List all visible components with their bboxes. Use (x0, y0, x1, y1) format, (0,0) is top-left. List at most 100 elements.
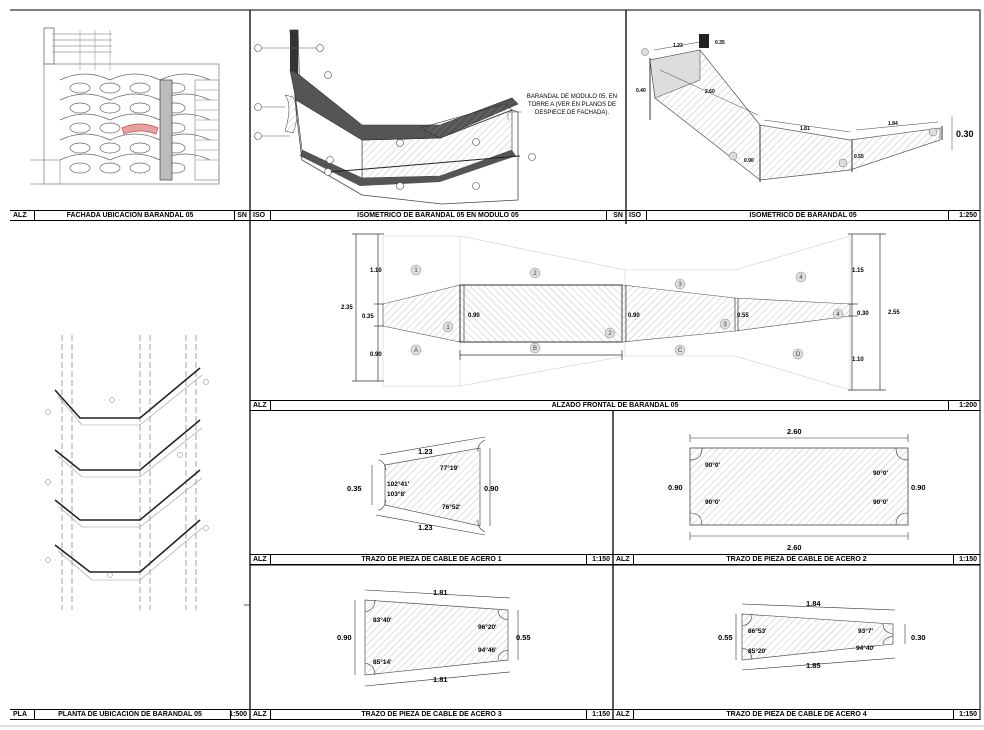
alzado-tag: 4 (799, 275, 803, 281)
pieza4-angle: 85°20' (748, 647, 767, 655)
view-title: ISOMETRICO DE BARANDAL 05 EN MODULO 05 (357, 212, 519, 219)
view-scale: SN (613, 212, 623, 219)
iso-modulo-note: BARANDAL DE MODULO 05, EN TORRE A (VER E… (527, 94, 617, 116)
alzado-tag: 2 (533, 271, 537, 277)
view-title: TRAZO DE PIEZA DE CABLE DE ACERO 4 (726, 711, 867, 718)
alzado-left-total: 2.35 (341, 305, 353, 311)
pieza3-bottom: 1.81 (433, 675, 448, 684)
alzado-tag: 3 (678, 282, 682, 288)
alzado-tag: D (796, 352, 801, 358)
pieza4-top: 1.84 (806, 599, 821, 608)
alzado-tags: 1 2 3 4 1 2 3 4 A B C D (414, 268, 840, 358)
alzado-tag: 4 (836, 312, 840, 318)
title-block-pieza3: ALZ TRAZO DE PIEZA DE CABLE DE ACERO 3 1… (250, 709, 613, 720)
iso-modulo-note-line: BARANDAL DE MODULO 05, EN (527, 94, 617, 100)
iso-dim-h3: 0.55 (854, 154, 864, 160)
view-code: PLA (13, 711, 27, 718)
iso-dim-top-a: 1.23 (673, 43, 683, 49)
pieza2-labels: 2.60 2.60 0.90 0.90 90°0' 90°0' 90°0' 90… (668, 427, 926, 552)
view-code: ALZ (253, 556, 267, 563)
alzado-tag: 2 (608, 331, 612, 337)
alzado-h3: 0.55 (737, 313, 749, 319)
pieza2-angle: 90°0' (705, 461, 720, 469)
pieza4-bottom: 1.85 (806, 661, 821, 670)
view-title: TRAZO DE PIEZA DE CABLE DE ACERO 2 (726, 556, 867, 563)
pieza3-right: 0.55 (516, 633, 531, 642)
pieza4-left: 0.55 (718, 633, 733, 642)
view-code: ISO (253, 212, 266, 219)
pieza1-angle: 77°19' (440, 464, 459, 472)
title-block-iso-modulo: ISO ISOMETRICO DE BARANDAL 05 EN MODULO … (250, 210, 626, 221)
alzado-right-bot: 1.10 (852, 357, 864, 363)
pieza2-angle: 90°0' (873, 469, 888, 477)
alzado-left-top: 1.10 (370, 268, 382, 274)
title-block-pieza2: ALZ TRAZO DE PIEZA DE CABLE DE ACERO 2 1… (613, 554, 980, 565)
alzado-left-mid: 0.35 (362, 314, 374, 320)
planta-drawing (45, 335, 250, 610)
view-scale: 1:200 (959, 402, 977, 409)
pieza3-angle: 96°20' (478, 623, 497, 631)
title-block-alzado: ALZ ALZADO FRONTAL DE BARANDAL 05 1:200 (250, 400, 980, 411)
pieza2-bottom: 2.60 (787, 543, 802, 552)
title-block-pieza1: ALZ TRAZO DE PIEZA DE CABLE DE ACERO 1 1… (250, 554, 613, 565)
pieza4-angle: 93°7' (858, 627, 873, 635)
view-scale: 1:150 (959, 711, 977, 718)
alzado-tag: 3 (723, 322, 727, 328)
iso-dim-left: 0.40 (636, 88, 646, 94)
alzado-tag: A (414, 348, 418, 354)
view-scale: SN (237, 212, 247, 219)
alzado-tag: 1 (446, 325, 450, 331)
iso-modulo-drawing (254, 29, 536, 205)
title-block-pieza4: ALZ TRAZO DE PIEZA DE CABLE DE ACERO 4 1… (613, 709, 980, 720)
pieza4-angle: 94°40' (856, 644, 875, 652)
pieza3-angle: 83°40' (373, 616, 392, 624)
iso-modulo-note-line: TORRE A (VER EN PLANOS DE (528, 102, 616, 108)
view-scale: 1:150 (592, 711, 610, 718)
alzado-h2: 0.90 (628, 313, 640, 319)
iso-dim-top-b: 0.35 (715, 40, 725, 46)
alzado-dimensions: 2.35 1.10 0.35 0.90 2.55 1.15 0.30 1.10 … (341, 268, 900, 363)
alzado-h1: 0.90 (468, 313, 480, 319)
alzado-right-top: 1.15 (852, 268, 864, 274)
pieza3-top: 1.81 (433, 588, 448, 597)
view-title: ISOMETRICO DE BARANDAL 05 (749, 212, 857, 219)
pieza2-angle: 90°0' (873, 498, 888, 506)
pieza2-right: 0.90 (911, 483, 926, 492)
pieza2-angle: 90°0' (705, 498, 720, 506)
pieza1-left: 0.35 (347, 484, 362, 493)
title-block-fachada: ALZ FACHADA UBICACION BARANDAL 05 SN (10, 210, 250, 221)
alzado-right-mid: 0.30 (857, 311, 869, 317)
pieza4-right: 0.30 (911, 633, 926, 642)
iso-dim-d2: 1.81 (800, 126, 810, 132)
view-scale: 1:250 (959, 212, 977, 219)
pieza1-drawing (371, 436, 491, 536)
pieza1-angle: 103°8' (387, 490, 406, 498)
pieza1-labels: 1.23 1.23 0.35 0.90 102°41' 103°8' 77°19… (347, 447, 499, 532)
iso-modulo-note-line: DESPIECE DE FACHADA). (535, 110, 609, 116)
alzado-tag: B (533, 346, 537, 352)
pieza4-labels: 1.84 1.85 0.55 0.30 86°53' 85°20' 93°7' … (718, 599, 926, 670)
view-title: TRAZO DE PIEZA DE CABLE DE ACERO 3 (361, 711, 502, 718)
view-code: ALZ (616, 711, 630, 718)
title-block-planta: PLA PLANTA DE UBICACIÓN DE BARANDAL 05 1… (10, 709, 250, 720)
view-scale: 1:500 (229, 711, 247, 718)
iso-dimensions: 1.23 0.35 2.60 1.81 1.84 0.40 0.90 0.55 … (636, 40, 974, 164)
pieza4-angle: 86°53' (748, 627, 767, 635)
view-title: PLANTA DE UBICACIÓN DE BARANDAL 05 (58, 711, 202, 718)
pieza1-right: 0.90 (484, 484, 499, 493)
view-scale: 1:150 (592, 556, 610, 563)
view-code: ISO (629, 212, 642, 219)
alzado-right-total: 2.55 (888, 310, 900, 316)
view-title: ALZADO FRONTAL DE BARANDAL 05 (551, 402, 679, 409)
view-title: TRAZO DE PIEZA DE CABLE DE ACERO 1 (361, 556, 502, 563)
alzado-tag: C (678, 348, 683, 354)
view-title: FACHADA UBICACION BARANDAL 05 (66, 212, 194, 219)
view-scale: 1:150 (959, 556, 977, 563)
pieza4-drawing (735, 603, 906, 671)
pieza2-left: 0.90 (668, 483, 683, 492)
fachada-drawing (30, 27, 220, 185)
iso-dim-d1: 2.60 (705, 89, 715, 95)
alzado-drawing (352, 233, 886, 391)
